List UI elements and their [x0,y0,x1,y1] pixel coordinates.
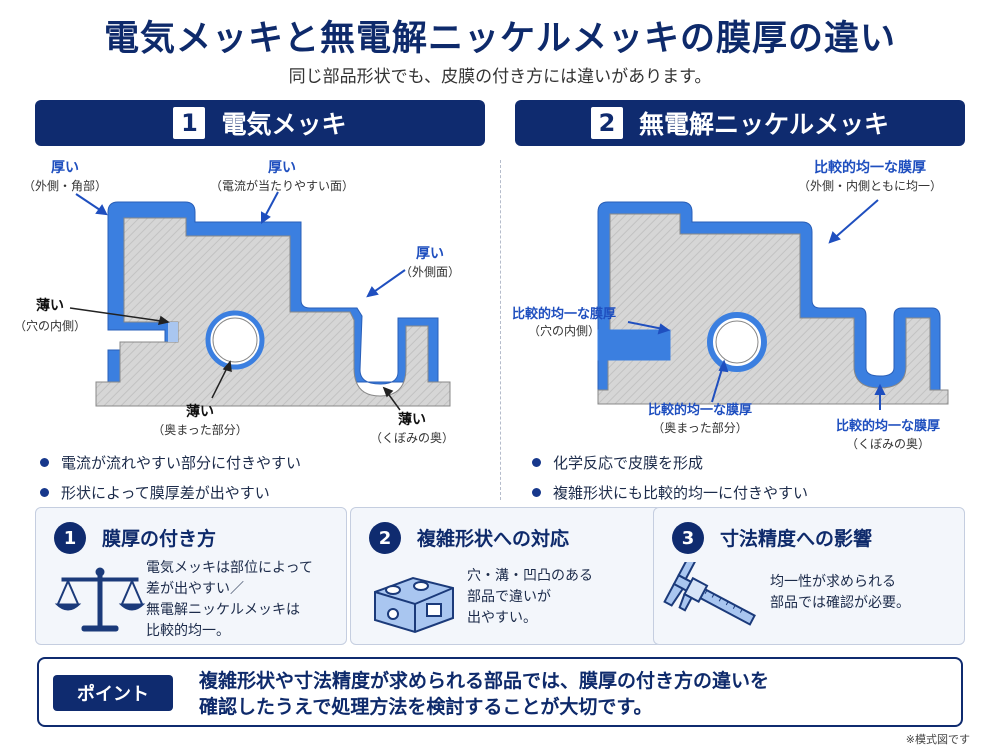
card-number: 1 [54,522,86,554]
card-description: 電気メッキは部位によって 差が出やすい／ 無電解ニッケルメッキは 比較的均一。 [146,558,313,642]
label-thin-hole-sub: （穴の内側） [14,318,86,333]
card-line: 比較的均一。 [146,623,230,639]
section-divider [500,160,501,500]
point-line: 確認したうえで処理方法を検討することが大切です。 [199,696,653,718]
caliper-icon [663,562,756,626]
section-header-electroplating: 1 電気メッキ [35,100,485,146]
schematic-note: ※模式図です [905,733,970,746]
label-thin-recess: 薄い [186,403,214,420]
card-dimensional-accuracy: 3 寸法精度への影響 均一性が求められる 部品では確認が必要。 [653,507,965,645]
label-uniform-hole-sub: （穴の内側） [528,323,600,338]
electroplating-bullets: 電流が流れやすい部分に付きやすい 形状によって膜厚差が出やすい [40,452,301,512]
card-title: 複雑形状への対応 [417,528,570,550]
point-box: ポイント 複雑形状や寸法精度が求められる部品では、膜厚の付き方の違いを 確認した… [37,657,963,727]
label-uniform-outer-sub: （外側・内側ともに均一） [798,179,942,193]
thin-coating-spot [168,322,178,342]
electroplating-diagram: 厚い （外側・角部） 厚い （電流が当たりやすい面） 厚い （外側面） 薄い （… [14,160,460,445]
point-line: 複雑形状や寸法精度が求められる部品では、膜厚の付き方の違いを [199,670,770,692]
card-description: 均一性が求められる 部品では確認が必要。 [770,572,910,614]
point-tag: ポイント [53,675,173,711]
card-thickness: 1 膜厚の付き方 電気メッキは部位によって 差が出やすい／ 無電解ニッケルメッキ… [35,507,347,645]
card-line: 均一性が求められる [770,574,896,590]
coating-slot [597,329,671,361]
card-title: 膜厚の付き方 [102,528,217,550]
label-thin-groove-sub: （くぼみの奥） [370,431,454,445]
label-thick-corner: 厚い [51,160,79,176]
label-thick-outer: 厚い [416,246,444,262]
label-uniform-groove: 比較的均一な膜厚 [836,418,940,434]
label-thin-groove: 薄い [398,411,426,428]
label-thick-face: 厚い [268,160,296,176]
bullet-item: 形状によって膜厚差が出やすい [40,482,301,503]
label-thin-hole: 薄い [36,297,64,314]
card-line: 穴・溝・凹凸のある [467,568,593,584]
label-arrows [627,199,886,410]
label-uniform-hole: 比較的均一な膜厚 [512,306,616,322]
label-uniform-recess-sub: （奥まった部分） [652,420,748,435]
section-title: 無電解ニッケルメッキ [638,110,889,139]
base-metal [597,213,949,405]
section-title: 電気メッキ [221,110,347,139]
bullet-item: 化学反応で皮膜を形成 [532,452,808,473]
card-complex-shape: 2 複雑形状への対応 穴・溝・凹凸のある 部品で違いが 出やすい。 [350,507,662,645]
page-title: 電気メッキと無電解ニッケルメッキの膜厚の違い [103,19,896,59]
machined-block-icon [374,576,454,634]
card-number: 3 [672,522,704,554]
label-thick-face-sub: （電流が当たりやすい面） [210,178,354,193]
card-line: 部品では確認が必要。 [770,595,910,611]
bullet-item: 複雑形状にも比較的均一に付きやすい [532,482,808,503]
card-description: 穴・溝・凹凸のある 部品で違いが 出やすい。 [467,566,593,629]
label-thick-corner-sub: （外側・角部） [23,178,107,193]
base-metal [95,217,451,407]
section-header-electroless: 2 無電解ニッケルメッキ [515,100,965,146]
label-uniform-recess: 比較的均一な膜厚 [648,402,752,418]
page-subtitle: 同じ部品形状でも、皮膜の付き方には違いがあります。 [288,67,712,87]
section-number: 2 [590,107,623,139]
card-line: 部品で違いが [467,589,551,605]
card-line: 出やすい。 [467,610,537,626]
label-arrows [75,191,406,298]
card-line: 差が出やすい／ [146,581,244,597]
label-thin-recess-sub: （奥まった部分） [152,422,248,437]
point-text: 複雑形状や寸法精度が求められる部品では、膜厚の付き方の違いを 確認したうえで処理… [199,668,949,720]
label-thick-outer-sub: （外側面） [400,265,460,279]
section-number: 1 [173,107,206,139]
card-number: 2 [369,522,401,554]
balance-scale-icon [54,567,146,632]
electroless-bullets: 化学反応で皮膜を形成 複雑形状にも比較的均一に付きやすい [532,452,808,512]
card-line: 電気メッキは部位によって [146,560,313,576]
label-uniform-outer: 比較的均一な膜厚 [814,159,926,176]
card-line: 無電解ニッケルメッキは [146,602,300,618]
label-uniform-groove-sub: （くぼみの奥） [846,437,930,451]
electroless-diagram: 比較的均一な膜厚 （外側・内側ともに均一） 比較的均一な膜厚 （穴の内側） 比較… [512,159,949,451]
card-title: 寸法精度への影響 [720,528,873,550]
bullet-item: 電流が流れやすい部分に付きやすい [40,452,301,473]
